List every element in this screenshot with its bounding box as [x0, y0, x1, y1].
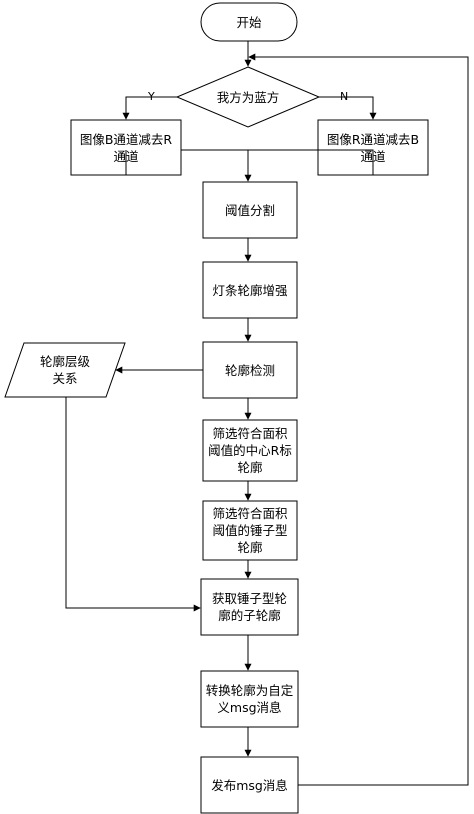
sub-r-node: 图像R通道减去B 通道 — [318, 120, 428, 175]
start-label: 开始 — [236, 14, 262, 30]
detect-label: 轮廓检测 — [224, 362, 275, 378]
sub-b-line-2: 通道 — [113, 148, 139, 164]
threshold-label: 阈值分割 — [224, 202, 275, 218]
get-child-line-2: 廓的子轮廓 — [218, 608, 281, 623]
sub-r-line-1: 图像R通道减去B — [326, 131, 420, 147]
threshold-node: 阈值分割 — [203, 182, 297, 238]
get-child-line-1: 获取锤子型轮 — [211, 591, 287, 606]
filter-center-box — [202, 419, 298, 482]
hierarchy-node: 轮廓层级 关系 — [14, 343, 116, 397]
filter-hammer-line-3: 轮廓 — [237, 540, 263, 555]
decision-node: 我方为蓝方 — [177, 67, 319, 127]
connector-subr-to-threshold — [248, 149, 374, 175]
filter-center-line-3: 轮廓 — [237, 460, 263, 475]
arrow-hierarchy-to-child — [65, 397, 201, 612]
filter-hammer-node: 筛选符合面积 阈值的锤子型 轮廓 — [203, 501, 297, 560]
convert-msg-line-2: 义msg消息 — [217, 700, 282, 715]
filter-center-line-2: 阈值的中心R标 — [208, 443, 292, 458]
decision-label: 我方为蓝方 — [216, 89, 280, 105]
publish-box — [200, 756, 299, 814]
hierarchy-data-shape — [4, 342, 126, 398]
convert-msg-node: 转换轮廓为自定 义msg消息 — [201, 671, 298, 727]
publish-node: 发布msg消息 — [201, 757, 298, 813]
yes-label: Y — [148, 90, 155, 103]
convert-msg-box — [200, 670, 299, 728]
hierarchy-line-1: 轮廓层级 — [39, 354, 90, 369]
filter-center-node: 筛选符合面积 阈值的中心R标 轮廓 — [203, 420, 297, 481]
get-child-box — [200, 578, 299, 636]
filter-hammer-line-1: 筛选符合面积 — [212, 506, 288, 521]
hierarchy-line-2: 关系 — [52, 371, 78, 386]
get-child-node: 获取锤子型轮 廓的子轮廓 — [201, 579, 298, 635]
convert-msg-line-1: 转换轮廓为自定 — [205, 683, 294, 698]
sub-b-node: 图像B通道减去R 通道 — [71, 120, 181, 175]
detect-node: 轮廓检测 — [203, 342, 297, 398]
sub-b-line-1: 图像B通道减去R — [79, 131, 173, 147]
decision-diamond-shape — [175, 66, 321, 128]
start-terminator: 开始 — [201, 3, 297, 41]
start-terminator-shape — [200, 2, 298, 42]
arrow-decision-yes — [122, 96, 177, 120]
enhance-node: 灯条轮廓增强 — [203, 262, 297, 318]
enhance-label: 灯条轮廓增强 — [212, 282, 288, 298]
filter-hammer-box — [202, 500, 298, 561]
sub-r-line-2: 通道 — [360, 148, 386, 164]
no-label: N — [340, 90, 349, 103]
enhance-box — [202, 261, 298, 319]
threshold-box — [202, 181, 298, 239]
publish-label: 发布msg消息 — [211, 777, 288, 793]
arrow-publish-loop-back — [248, 53, 469, 786]
filter-center-line-1: 筛选符合面积 — [212, 426, 288, 441]
arrow-decision-no — [319, 96, 377, 120]
filter-hammer-line-2: 阈值的锤子型 — [212, 523, 288, 538]
